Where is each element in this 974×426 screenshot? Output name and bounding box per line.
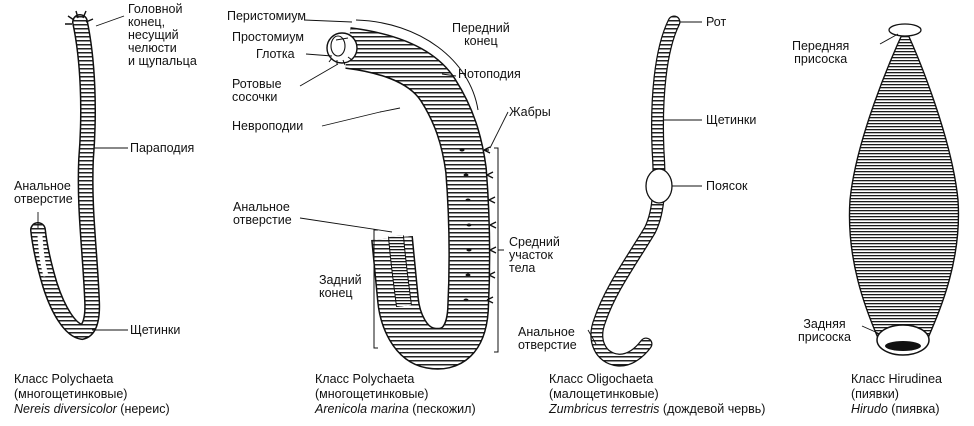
head-end-line-2: конец, <box>128 15 166 29</box>
head-end-line-3: несущий <box>128 28 179 42</box>
peristomium-label: Перистомиум <box>227 9 306 23</box>
posterior-end-label: Задний конец <box>319 274 362 300</box>
head-end-label: Головной конец, несущий челюсти и щупаль… <box>128 3 197 68</box>
gills-label: Жабры <box>509 105 551 119</box>
anterior-sucker-line-1: Передняя <box>792 39 850 53</box>
oral-papillae-label: Ротовые сосочки <box>232 78 282 104</box>
caption-arenicola-common: (многощетинковые) <box>315 387 429 401</box>
caption-arenicola-latin: Arenicola marina <box>315 402 409 416</box>
caption-nereis-common: (многощетинковые) <box>14 387 128 401</box>
setae-label-1: Щетинки <box>130 323 181 337</box>
anal-opening-2-line-1: Анальное <box>233 200 290 214</box>
head-end-line-4: челюсти <box>128 41 177 55</box>
pharynx-label: Глотка <box>256 47 295 61</box>
caption-lumbricus-vernacular: (дождевой червь) <box>659 402 766 416</box>
caption-arenicola: Класс Polychaeta (многощетинковые) Areni… <box>315 372 476 417</box>
leech <box>848 23 960 356</box>
anal-opening-3-line-2: отверстие <box>518 338 577 352</box>
anal-opening-label-3: Анальное отверстие <box>518 326 577 352</box>
prostomium-label: Простомиум <box>232 30 304 44</box>
earthworm <box>587 15 702 367</box>
posterior-sucker-line-2: присоска <box>798 330 851 344</box>
clitellum-label: Поясок <box>706 179 748 193</box>
anal-opening-label-2: Анальное отверстие <box>233 201 292 227</box>
middle-body-line-3: тела <box>509 261 536 275</box>
notopodia-label: Нотоподия <box>458 67 521 81</box>
head-end-line-5: и щупальца <box>128 54 197 68</box>
neuropodia-label: Невроподии <box>232 119 304 133</box>
caption-hirudo-species: Hirudo (пиявка) <box>851 402 942 417</box>
posterior-sucker-line-1: Задняя <box>803 317 846 331</box>
caption-hirudo: Класс Hirudinea (пиявки) Hirudo (пиявка) <box>851 372 942 417</box>
caption-nereis-vernacular: (нереис) <box>116 402 170 416</box>
caption-hirudo-latin: Hirudo <box>851 402 888 416</box>
caption-nereis: Класс Polychaeta (многощетинковые) Nerei… <box>14 372 170 417</box>
anal-opening-3-line-1: Анальное <box>518 325 575 339</box>
caption-arenicola-species: Arenicola marina (пескожил) <box>315 402 476 417</box>
parapodia-label: Параподия <box>130 141 195 155</box>
caption-nereis-class: Класс Polychaeta <box>14 372 114 386</box>
anal-opening-1-line-1: Анальное <box>14 179 71 193</box>
anal-opening-2-line-2: отверстие <box>233 213 292 227</box>
nereis-worm <box>30 10 128 341</box>
caption-hirudo-class: Класс Hirudinea <box>851 372 943 386</box>
caption-lumbricus-species: Zumbricus terrestris (дождевой червь) <box>549 402 765 417</box>
anal-opening-1-line-2: отверстие <box>14 192 73 206</box>
anterior-end-line-1: Передний <box>452 21 510 35</box>
arenicola-worm <box>299 19 509 370</box>
caption-nereis-species: Nereis diversicolor (нереис) <box>14 402 170 417</box>
middle-body-label: Средний участок тела <box>509 236 560 275</box>
caption-arenicola-class: Класс Polychaeta <box>315 372 415 386</box>
oral-papillae-line-2: сосочки <box>232 90 278 104</box>
caption-lumbricus-common: (малощетинковые) <box>549 387 659 401</box>
caption-lumbricus-latin: Zumbricus terrestris <box>549 402 660 416</box>
posterior-end-line-2: конец <box>319 286 353 300</box>
anterior-end-label: Передний конец <box>452 22 510 48</box>
posterior-sucker-label: Задняя присоска <box>798 318 851 344</box>
middle-body-line-2: участок <box>509 248 553 262</box>
caption-nereis-latin: Nereis diversicolor <box>14 402 117 416</box>
anal-opening-label-1: Анальное отверстие <box>14 180 73 206</box>
setae-label-2: Щетинки <box>706 113 757 127</box>
caption-arenicola-vernacular: (пескожил) <box>408 402 476 416</box>
oral-papillae-line-1: Ротовые <box>232 77 282 91</box>
middle-body-line-1: Средний <box>509 235 560 249</box>
posterior-end-line-1: Задний <box>319 273 362 287</box>
anterior-sucker-label: Передняя присоска <box>792 40 849 66</box>
caption-lumbricus-class: Класс Oligochaeta <box>549 372 654 386</box>
anterior-end-line-2: конец <box>464 34 498 48</box>
caption-lumbricus: Класс Oligochaeta (малощетинковые) Zumbr… <box>549 372 765 417</box>
anterior-sucker-line-2: присоска <box>794 52 848 66</box>
caption-hirudo-vernacular: (пиявка) <box>887 402 940 416</box>
caption-hirudo-common: (пиявки) <box>851 387 899 401</box>
head-end-line-1: Головной <box>128 2 183 16</box>
mouth-label: Рот <box>706 15 727 29</box>
